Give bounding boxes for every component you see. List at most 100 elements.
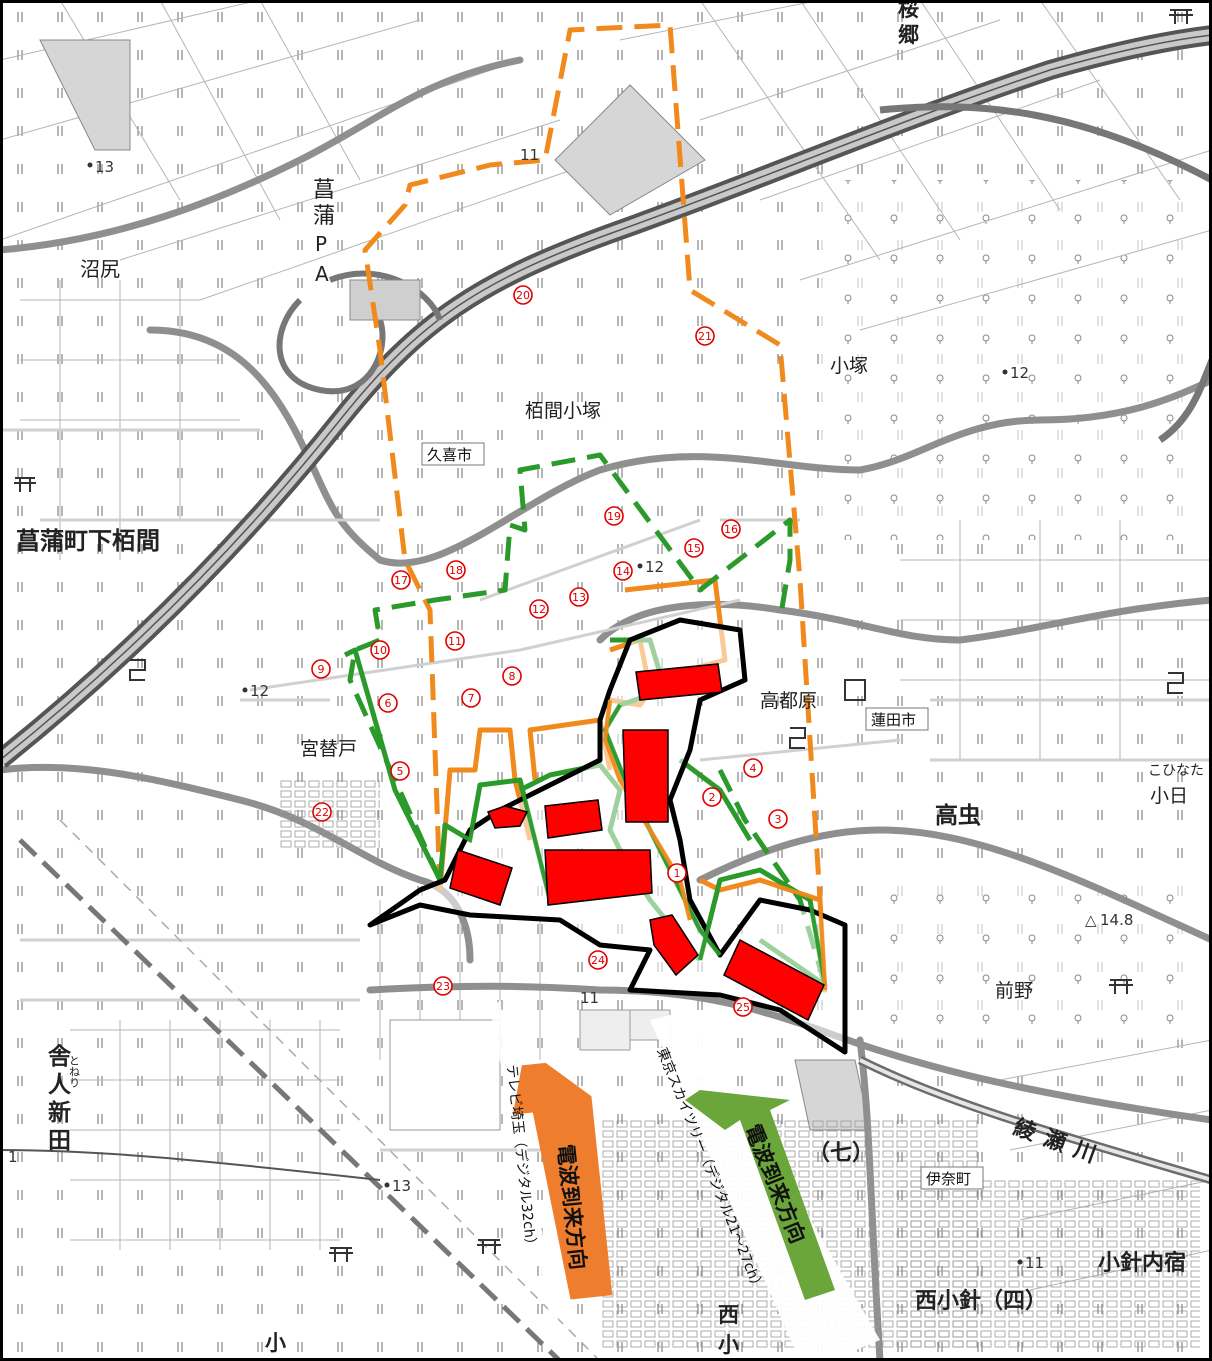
arrow-green <box>685 1090 835 1300</box>
survey-marker-label: 6 <box>385 697 392 710</box>
orchard-symbols <box>820 180 1210 540</box>
building <box>544 849 653 906</box>
survey-marker-label: 5 <box>397 765 404 778</box>
survey-marker-circle <box>695 326 715 346</box>
survey-marker-17: 17 <box>391 570 411 590</box>
survey-marker-label: 17 <box>394 574 408 587</box>
survey-marker-circle <box>446 560 466 580</box>
survey-marker-21: 21 <box>695 326 715 346</box>
survey-marker-label: 22 <box>315 806 329 819</box>
place-label: 蒲 <box>313 204 335 229</box>
place-label: 舎 <box>48 1044 72 1070</box>
survey-marker-11: 11 <box>445 631 465 651</box>
elevation-label: 11 <box>520 146 539 164</box>
parcel-lines <box>0 0 1212 1291</box>
survey-marker-label: 14 <box>616 565 630 578</box>
upper-right-road <box>879 103 1212 443</box>
signal-arrow-saitama: 電波到来方向 テレビ埼玉（デジタル32ch） <box>490 1000 613 1345</box>
survey-marker-circle <box>502 666 522 686</box>
place-label: 新 <box>48 1099 71 1126</box>
gray-parcel <box>39 39 131 151</box>
survey-marker-9: 9 <box>311 659 331 679</box>
map-symbols <box>14 9 1193 1262</box>
survey-marker-5: 5 <box>390 761 410 781</box>
place-label: こひなた <box>1148 763 1204 779</box>
survey-marker-circle <box>569 587 589 607</box>
elevation-label: 1 <box>8 1148 18 1166</box>
survey-marker-label: 1 <box>674 867 681 880</box>
place-label: 高虫 <box>935 802 981 829</box>
inamachi-label: 伊奈町 <box>926 1170 971 1188</box>
survey-marker-circle <box>529 599 549 619</box>
survey-marker-14: 14 <box>613 561 633 581</box>
shrine-icon <box>1109 979 1133 994</box>
survey-marker-label: 25 <box>736 1001 750 1014</box>
place-label: 宮替戸 <box>300 738 357 760</box>
expressway <box>0 25 1212 768</box>
shrine-icon <box>477 1239 501 1254</box>
elevation-triangle: △ <box>1085 911 1097 929</box>
survey-marker-label: 12 <box>532 603 546 616</box>
survey-marker-label: 20 <box>516 289 530 302</box>
survey-marker-circle <box>370 640 390 660</box>
place-label: 小塚 <box>830 355 868 377</box>
green-survey-boundary <box>347 452 793 882</box>
survey-marker-circle <box>721 519 741 539</box>
survey-marker-circle <box>667 863 687 883</box>
survey-marker-label: 21 <box>698 330 712 343</box>
kuki-label-box <box>421 442 485 466</box>
place-label: 小針内宿 <box>1098 1250 1186 1276</box>
place-label: 田 <box>48 1128 71 1154</box>
survey-marker-circle <box>684 538 704 558</box>
survey-marker-15: 15 <box>684 538 704 558</box>
place-label: 西 <box>718 1303 739 1327</box>
building <box>486 805 529 829</box>
building <box>449 849 513 906</box>
survey-marker-circle <box>378 693 398 713</box>
place-label: 菖 <box>313 178 335 203</box>
shrine-icon <box>329 1247 353 1262</box>
survey-marker-3: 3 <box>768 809 788 829</box>
survey-marker-6: 6 <box>378 693 398 713</box>
survey-marker-label: 19 <box>607 510 621 523</box>
place-label: 小 <box>718 1333 739 1357</box>
place-label: 小 <box>265 1331 286 1355</box>
place-label: 小日 <box>1150 785 1188 807</box>
temple-icon <box>789 727 806 749</box>
survey-marker-circle <box>391 570 411 590</box>
project-site-outline <box>367 617 848 1055</box>
kuki-label: 久喜市 <box>427 446 472 464</box>
survey-marker-22: 22 <box>312 802 332 822</box>
survey-marker-label: 4 <box>750 762 757 775</box>
temple-icon <box>1167 672 1184 694</box>
survey-marker-24: 24 <box>588 950 608 970</box>
place-label: 高都原 <box>760 690 817 712</box>
survey-marker-circle <box>311 659 331 679</box>
survey-marker-circle <box>433 976 453 996</box>
place-label: 沼尻 <box>80 257 120 281</box>
building <box>635 663 723 701</box>
survey-marker-circle <box>768 809 788 829</box>
housing-block <box>900 1180 1200 1350</box>
survey-marker-label: 11 <box>448 635 462 648</box>
survey-marker-1: 1 <box>667 863 687 883</box>
survey-marker-circle <box>604 506 624 526</box>
survey-marker-circle <box>461 688 481 708</box>
elevation-label: 12 <box>645 558 664 576</box>
hasuda-label: 蓮田市 <box>871 711 916 729</box>
building <box>723 938 825 1022</box>
survey-marker-circle <box>390 761 410 781</box>
inamachi-label-box <box>920 1166 984 1190</box>
survey-marker-16: 16 <box>721 519 741 539</box>
survey-marker-2: 2 <box>702 787 722 807</box>
elevation-label: 13 <box>95 158 114 176</box>
survey-marker-20: 20 <box>513 285 533 305</box>
shrine-icon <box>14 477 36 492</box>
place-label: 人 <box>48 1072 72 1098</box>
arrow-orange <box>512 1062 613 1300</box>
place-label: 菖蒲町下栢間 <box>16 527 160 555</box>
place-label: とねり <box>68 1055 81 1088</box>
